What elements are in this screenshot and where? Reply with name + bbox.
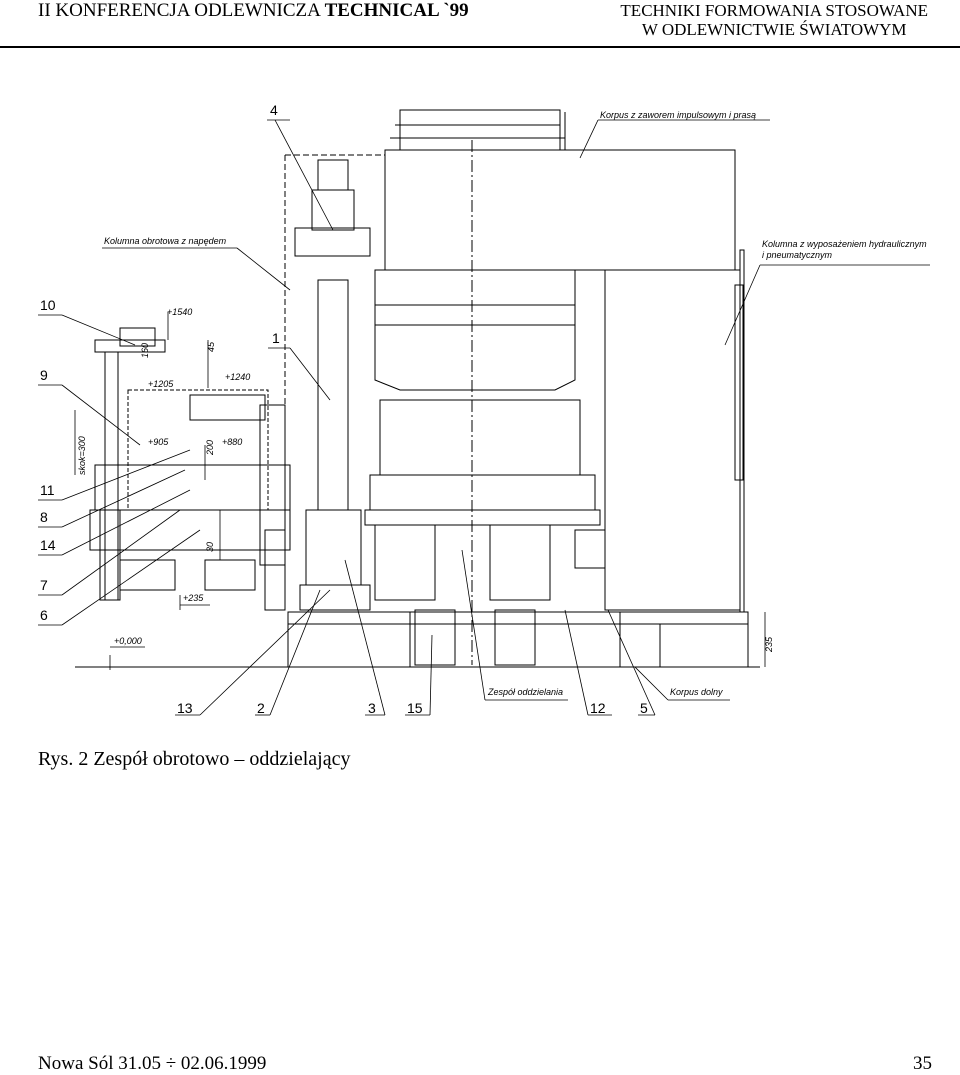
dim-1205: +1205 (148, 379, 174, 389)
dim-0: +0,000 (114, 636, 142, 646)
dim-skok: skok=300 (77, 436, 87, 475)
dimension-lines (74, 312, 766, 670)
technical-drawing: Korpus z zaworem impulsowym i prasą Kolu… (38, 102, 930, 716)
callout-11: 11 (40, 482, 55, 498)
label-zespol-oddzielania: Zespół oddzielania (487, 687, 563, 697)
callout-4: 4 (270, 102, 278, 118)
label-kolumna-hydr-2: i pneumatycznym (762, 250, 833, 260)
label-kolumna-hydr-1: Kolumna z wyposażeniem hydraulicznym (762, 239, 927, 249)
callout-1: 1 (272, 330, 280, 346)
dim-200: 200 (205, 440, 215, 456)
header-conference-bold: TECHNICAL `99 (324, 0, 469, 21)
dim-905: +905 (148, 437, 169, 447)
hydraulic-column-body (604, 269, 741, 611)
dim-880: +880 (222, 437, 242, 447)
callout-14: 14 (40, 537, 56, 553)
figure-caption: Rys. 2 Zespół obrotowo – oddzielający (38, 748, 351, 770)
dim-235: 235 (764, 636, 774, 653)
central-vessel (374, 269, 576, 391)
dim-45: 45 (206, 341, 216, 352)
callout-7: 7 (40, 577, 48, 593)
callout-6: 6 (40, 607, 48, 623)
footer-page-number: 35 (913, 1053, 932, 1074)
callout-3: 3 (368, 700, 376, 716)
rotary-column-shaft (317, 279, 349, 511)
label-korpus-zawor: Korpus z zaworem impulsowym i prasą (600, 110, 756, 120)
callout-15: 15 (407, 700, 423, 716)
press-housing (384, 149, 736, 271)
header-conference-prefix: II KONFERENCJA ODLEWNICZA (38, 0, 325, 21)
rotary-column-drive (317, 159, 349, 191)
header-topic: TECHNIKI FORMOWANIA STOSOWANE W ODLEWNIC… (620, 1, 928, 39)
callout-12: 12 (590, 700, 606, 716)
header-rule (0, 46, 960, 48)
label-kolumna-obrotowa: Kolumna obrotowa z napędem (104, 236, 227, 246)
header-conference-title: II KONFERENCJA ODLEWNICZA TECHNICAL `99 (38, 0, 469, 22)
callout-10: 10 (40, 297, 56, 313)
left-assembly-outline (127, 389, 269, 511)
left-assembly (94, 464, 291, 511)
header-topic-line1: TECHNIKI FORMOWANIA STOSOWANE (620, 1, 928, 20)
separation-assembly (379, 399, 581, 476)
leader-lines (38, 119, 930, 716)
callout-13: 13 (177, 700, 193, 716)
dim-1540: +1540 (167, 307, 192, 317)
lower-body-frame (287, 611, 749, 668)
callout-2: 2 (257, 700, 265, 716)
dim-30: 30 (205, 542, 215, 552)
dim-160: 160 (140, 343, 150, 358)
callout-8: 8 (40, 509, 48, 525)
press-top (399, 109, 561, 151)
callout-9: 9 (40, 367, 48, 383)
header-topic-line2: W ODLEWNICTWIE ŚWIATOWYM (641, 20, 907, 39)
dim-235p: +235 (183, 593, 204, 603)
callout-5: 5 (640, 700, 648, 716)
dim-1240: +1240 (225, 372, 250, 382)
footer-place-date: Nowa Sól 31.05 ÷ 02.06.1999 (38, 1053, 267, 1074)
label-korpus-dolny: Korpus dolny (670, 687, 723, 697)
